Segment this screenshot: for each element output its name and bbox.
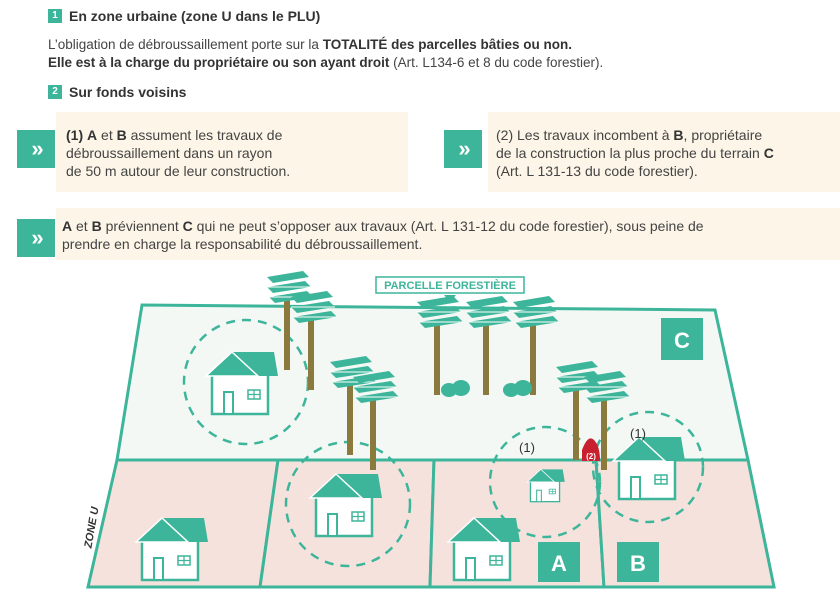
section-2-title: Sur fonds voisins [69, 84, 187, 100]
label-b: B [630, 551, 646, 576]
marker-label: (2) [586, 452, 596, 461]
box-text: qui ne peut s’opposer aux travaux (Art. … [192, 218, 704, 234]
label-a-badge [538, 542, 580, 582]
section-1-title: En zone urbaine (zone U dans le PLU) [69, 8, 321, 24]
info-box-1: (1) A et B assument les travaux de débro… [56, 112, 408, 192]
circle-label: (1) [630, 426, 646, 441]
box-text: assument les travaux de [126, 127, 283, 143]
section-1-heading: 1 En zone urbaine (zone U dans le PLU) [48, 8, 320, 24]
chevron-icon: » [444, 130, 482, 168]
intro-text: L’obligation de débroussaillement porte … [48, 37, 323, 52]
box-text: , propriétaire [683, 127, 763, 143]
circle-label: (1) [519, 440, 535, 455]
label-b-badge [617, 542, 659, 582]
box-text: de la construction la plus proche du ter… [496, 145, 764, 161]
pointer-arrow-icon [444, 295, 456, 302]
label-c-badge [661, 318, 703, 360]
box-text: A [62, 218, 73, 234]
flame-marker-icon [582, 438, 600, 461]
box-text: (Art. L 131-13 du code forestier). [496, 163, 698, 179]
section-number-badge: 2 [48, 85, 62, 99]
section-2-heading: 2 Sur fonds voisins [48, 84, 186, 100]
intro-text: (Art. L134-6 et 8 du code forestier). [389, 55, 604, 70]
chevron-icon: » [17, 130, 55, 168]
box-text: B [91, 218, 102, 234]
parcel-diagram: PARCELLE FORESTIÈRE ZONE U C A B (1) (1)… [82, 270, 776, 589]
forest-label-box [375, 276, 525, 294]
box-text: et [72, 218, 92, 234]
section-number-badge: 1 [48, 9, 62, 23]
box-text: B [116, 127, 127, 143]
label-a: A [551, 551, 567, 576]
label-c: C [674, 328, 690, 353]
clearing-radius-circle [591, 410, 705, 524]
chevron-icon: » [17, 219, 55, 257]
box-text: C [763, 145, 774, 161]
box-text: (1) [66, 127, 84, 143]
box-text: et [97, 127, 117, 143]
forest-parcel-label: PARCELLE FORESTIÈRE [384, 279, 516, 292]
box-text: débroussaillement dans un rayon [66, 145, 273, 161]
intro-paragraph: L’obligation de débroussaillement porte … [48, 36, 603, 72]
box-text: C [182, 218, 193, 234]
info-box-3: A et B préviennent C qui ne peut s’oppos… [56, 208, 840, 260]
intro-bold: Elle est à la charge du propriétaire ou … [48, 55, 390, 70]
box-text: de 50 m autour de leur construction. [66, 163, 291, 179]
clearing-radius-circle [488, 425, 602, 539]
box-text: B [673, 127, 684, 143]
box-text: préviennent [101, 218, 183, 234]
box-text: (2) Les travaux incombent à [496, 127, 674, 143]
box-text: prendre en charge la responsabilité du d… [62, 236, 423, 252]
box-text: A [87, 127, 98, 143]
info-box-2: (2) Les travaux incombent à B, propriéta… [488, 112, 840, 192]
intro-bold: TOTALITÉ des parcelles bâties ou non. [322, 37, 572, 52]
